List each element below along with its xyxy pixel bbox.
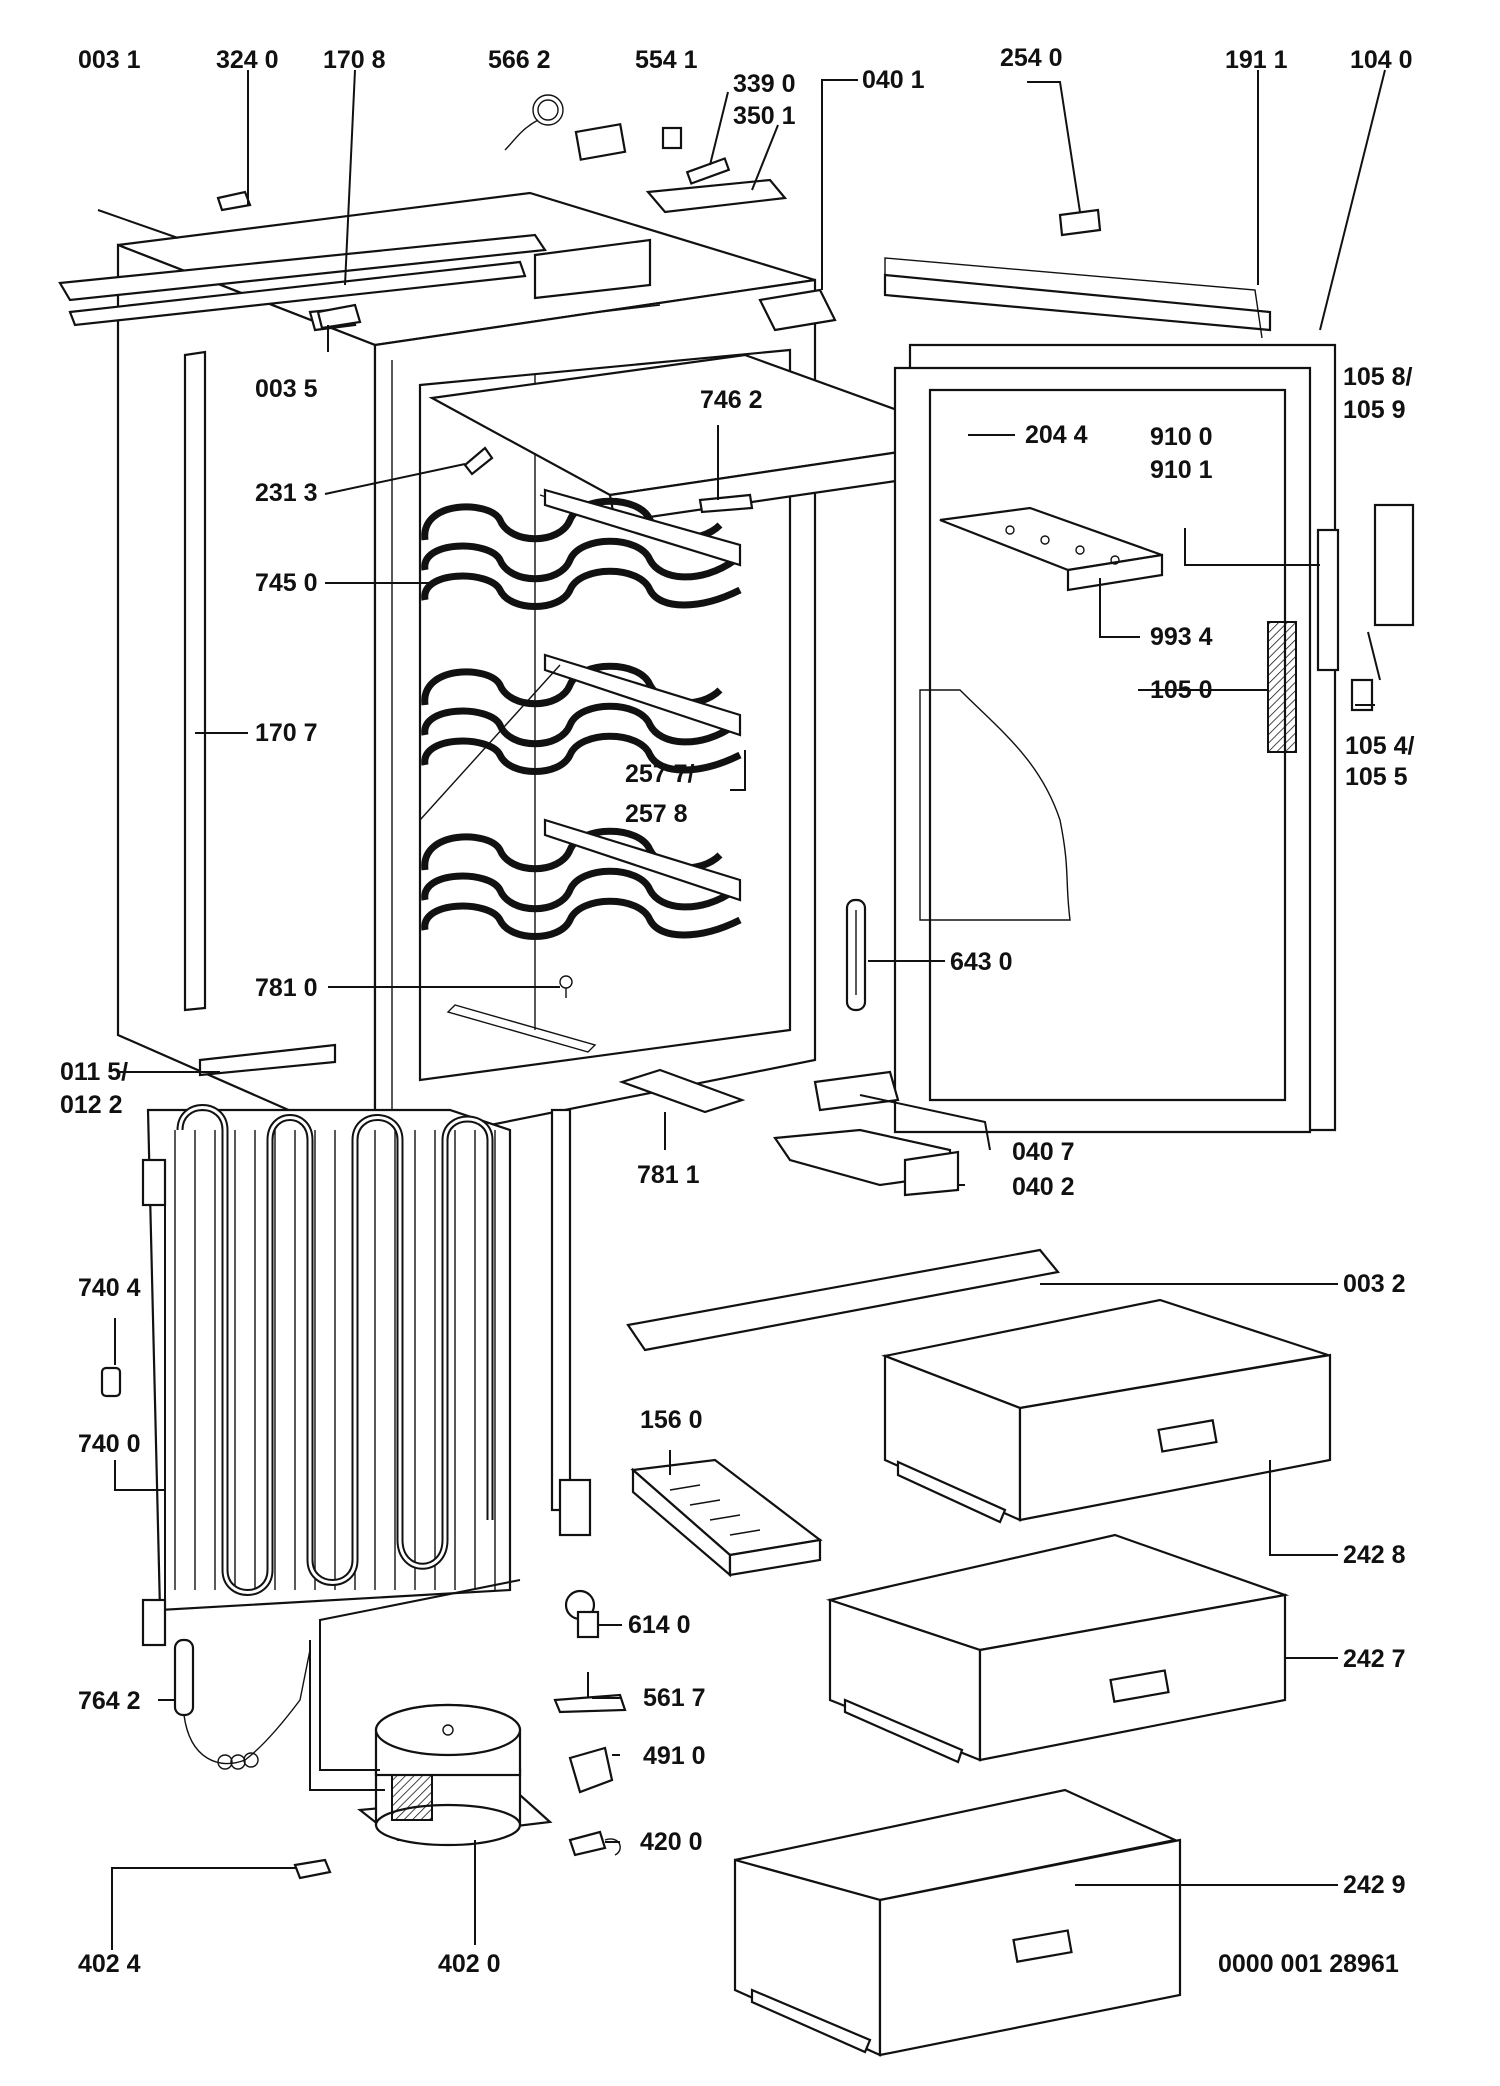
door-bottom-piece (813, 1070, 900, 1112)
label-191-1: 191 1 (1225, 46, 1288, 74)
label-003-2: 003 2 (1343, 1270, 1406, 1298)
label-614-0: 614 0 (628, 1611, 691, 1639)
label-170-7: 170 7 (255, 719, 318, 747)
floor-channel (446, 1004, 597, 1053)
label-257-8: 257 8 (625, 800, 688, 828)
drawer-242-7 (825, 1533, 1290, 1764)
label-105-8: 105 8/ (1343, 363, 1413, 391)
drawer-242-8 (881, 1298, 1332, 1524)
drain-channel-part (618, 1068, 746, 1114)
bracket-part (316, 303, 362, 330)
label-491-0: 491 0 (643, 1742, 706, 1770)
hinge-105-8 (1373, 503, 1415, 627)
switch-part (685, 157, 731, 185)
part-labels: 003 1 324 0 170 8 566 2 554 1 339 0 350 … (60, 44, 1415, 1978)
label-011-5: 011 5/ (60, 1058, 128, 1086)
label-402-4: 402 4 (78, 1950, 141, 1978)
condenser-grid (141, 1104, 592, 1647)
drain-plug-part (559, 975, 573, 998)
label-204-4: 204 4 (1025, 421, 1088, 449)
label-104-0: 104 0 (1350, 46, 1413, 74)
lamp-part (661, 126, 683, 150)
label-156-0: 156 0 (640, 1406, 703, 1434)
clip-part (216, 190, 252, 212)
top-hinge-part (758, 288, 837, 332)
label-339-0: 339 0 (733, 70, 796, 98)
capacitor-part (553, 1672, 627, 1714)
leader-lines (97, 69, 1386, 1950)
clip-402-4 (293, 1858, 332, 1880)
label-781-0: 781 0 (255, 974, 318, 1002)
dryer-part (173, 1638, 311, 1770)
label-105-5: 105 5 (1345, 763, 1408, 791)
label-012-2: 012 2 (60, 1091, 123, 1119)
label-910-1: 910 1 (1150, 456, 1213, 484)
label-040-7: 040 7 (1012, 1138, 1075, 1166)
base-plate-011 (198, 1043, 337, 1077)
label-781-1: 781 1 (637, 1161, 700, 1189)
drawer-242-9 (733, 1788, 1182, 2057)
side-rail (183, 350, 207, 1012)
egg-tray-part (939, 506, 1164, 592)
power-cord-part (568, 1830, 621, 1857)
label-764-2: 764 2 (78, 1687, 141, 1715)
shelf-holder-part (698, 493, 754, 514)
diagonal-brace (419, 664, 561, 821)
label-003-1: 003 1 (78, 46, 141, 74)
label-105-0: 105 0 (1150, 676, 1213, 704)
thermostat-part (504, 94, 627, 161)
label-105-9: 105 9 (1343, 396, 1406, 424)
label-254-0: 254 0 (1000, 44, 1063, 72)
compressor-part (309, 1579, 553, 1847)
label-993-4: 993 4 (1150, 623, 1213, 651)
label-910-0: 910 0 (1150, 423, 1213, 451)
label-746-2: 746 2 (700, 386, 763, 414)
lamp-cover-part (645, 178, 788, 214)
label-745-0: 745 0 (255, 569, 318, 597)
drawer-rail-part (626, 1248, 1061, 1352)
label-740-4: 740 4 (78, 1274, 141, 1302)
evaporator-shelf-1 (421, 488, 742, 610)
label-257-7: 257 7/ (625, 760, 695, 788)
label-740-0: 740 0 (78, 1430, 141, 1458)
door-seal-frame (884, 257, 1263, 339)
document-number: 0000 001 28961 (1218, 1950, 1399, 1978)
label-170-8: 170 8 (323, 46, 386, 74)
door-handle-part (1267, 621, 1297, 753)
label-003-5: 003 5 (255, 375, 318, 403)
label-420-0: 420 0 (640, 1828, 703, 1856)
label-402-0: 402 0 (438, 1950, 501, 1978)
label-554-1: 554 1 (635, 46, 698, 74)
label-105-4: 105 4/ (1345, 732, 1415, 760)
grommet-part (100, 1366, 122, 1398)
ice-tray-part (630, 1458, 823, 1578)
evaporator-shelf-2 (421, 653, 742, 775)
label-566-2: 566 2 (488, 46, 551, 74)
label-040-1: 040 1 (862, 66, 925, 94)
light-part (463, 446, 494, 476)
label-350-1: 350 1 (733, 102, 796, 130)
label-643-0: 643 0 (950, 948, 1013, 976)
label-242-7: 242 7 (1343, 1645, 1406, 1673)
door-stop-part (1058, 208, 1102, 237)
label-561-7: 561 7 (643, 1684, 706, 1712)
label-040-2: 040 2 (1012, 1173, 1075, 1201)
evaporator-shelf-3 (421, 818, 742, 940)
bottom-hinge-part (773, 1128, 960, 1197)
label-231-3: 231 3 (255, 479, 318, 507)
label-242-8: 242 8 (1343, 1541, 1406, 1569)
cable-clamp-part (568, 1746, 614, 1794)
relay-part (564, 1589, 600, 1639)
thermometer-part (845, 898, 867, 1012)
door-hinge-part (1316, 528, 1340, 672)
label-242-9: 242 9 (1343, 1871, 1406, 1899)
hinge-105-4 (1350, 678, 1374, 712)
label-324-0: 324 0 (216, 46, 279, 74)
